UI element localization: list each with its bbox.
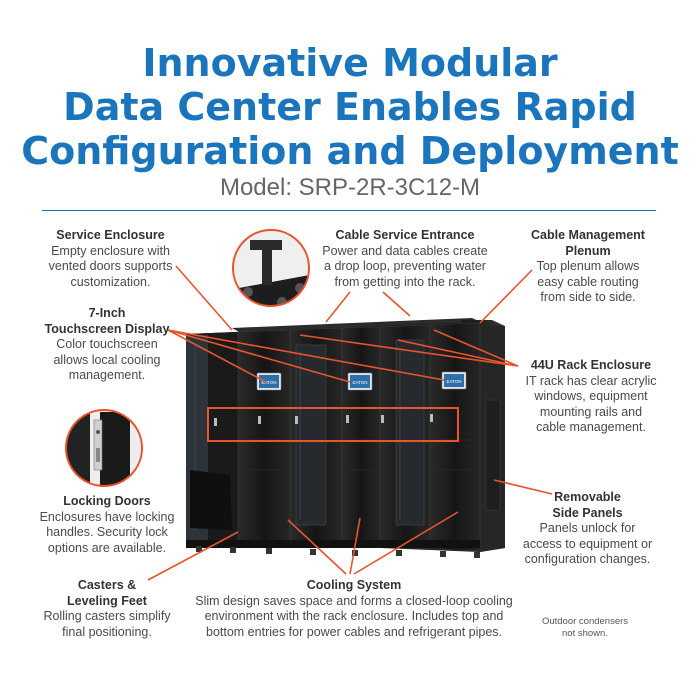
callout-side-panels: Removable Side Panels Panels unlock for … (515, 490, 660, 568)
touchscreen-text: management. (68, 368, 146, 382)
touchscreen-heading-1: 7-Inch (88, 306, 126, 320)
casters-text: final positioning. (62, 624, 152, 639)
plenum-text: easy cable routing (537, 274, 639, 289)
touchscreen-text: Color touchscreen (56, 337, 158, 351)
service-enclosure-heading: Service Enclosure (56, 228, 165, 242)
cable-entrance-text: from getting into the rack. (334, 274, 476, 289)
casters-heading-2: Leveling Feet (67, 593, 147, 608)
plenum-text: Top plenum allows (536, 259, 640, 273)
footnote: Outdoor condensers not shown. (530, 616, 640, 640)
touchscreen-text: allows local cooling (53, 352, 161, 367)
callout-cooling-system: Cooling System Slim design saves space a… (186, 578, 522, 640)
side-panels-heading-1: Removable (554, 490, 621, 504)
model-number: Model: SRP-2R-3C12-M (219, 174, 481, 201)
service-enclosure-text: customization. (70, 274, 151, 289)
screen-logo-1: EATON (261, 380, 276, 385)
door-handles (214, 414, 433, 426)
rack-heading: 44U Rack Enclosure (530, 358, 652, 372)
rack-text: windows, equipment (534, 389, 648, 403)
handles-highlight-box (207, 407, 459, 442)
casters-text: Rolling casters simplify (43, 609, 171, 623)
callout-cable-service-entrance: Cable Service Entrance Power and data ca… (320, 228, 490, 290)
locking-door-zoom (65, 409, 143, 487)
locking-doors-text: Enclosures have locking (39, 509, 175, 524)
title-line-1: Innovative Modular (142, 41, 558, 85)
plenum-heading-1: Cable Management (531, 228, 645, 242)
locking-doors-text: options are available. (47, 540, 167, 555)
touchscreen-heading-2: Touchscreen Display (44, 321, 170, 336)
service-enclosure-text: vented doors supports (48, 259, 173, 273)
cooling-heading: Cooling System (306, 578, 402, 592)
plenum-heading-2: Plenum (565, 243, 611, 258)
divider (42, 210, 656, 211)
locking-doors-text: handles. Security lock (46, 525, 168, 539)
callout-touchscreen: 7-Inch Touchscreen Display Color touchsc… (42, 306, 172, 384)
cooling-text: Slim design saves space and forms a clos… (195, 593, 513, 608)
side-panels-text: configuration changes. (524, 552, 651, 566)
service-enclosure-text: Empty enclosure with (51, 243, 170, 258)
side-panels-text: Panels unlock for (539, 521, 636, 535)
door-panels (237, 322, 481, 552)
footnote-line-1: Outdoor condensers (541, 616, 629, 627)
callout-service-enclosure: Service Enclosure Empty enclosure with v… (38, 228, 183, 290)
casters (186, 540, 480, 558)
title-line-3: Configuration and Deployment (21, 129, 679, 173)
side-panels-text: access to equipment or (522, 536, 653, 551)
cable-entrance-text: a drop loop, preventing water (324, 259, 486, 273)
callout-lines (147, 265, 553, 581)
casters-heading-1: Casters & (77, 578, 137, 592)
screen-logo-2: EATON (352, 380, 367, 385)
rack-text: cable management. (536, 420, 646, 434)
title-line-2: Data Center Enables Rapid (63, 85, 637, 129)
footnote-line-2: not shown. (562, 628, 608, 639)
side-panels-heading-2: Side Panels (552, 505, 623, 520)
locking-doors-heading: Locking Doors (63, 494, 151, 508)
callout-casters: Casters & Leveling Feet Rolling casters … (36, 578, 178, 640)
cable-entrance-zoom (232, 229, 310, 307)
cable-entrance-text: Power and data cables create (322, 243, 488, 258)
rack-text: IT rack has clear acrylic (525, 373, 657, 388)
rack-text: mounting rails and (539, 404, 643, 419)
callout-locking-doors: Locking Doors Enclosures have locking ha… (32, 494, 182, 556)
cable-entrance-heading: Cable Service Entrance (335, 228, 475, 242)
callout-cable-management-plenum: Cable Management Plenum Top plenum allow… (518, 228, 658, 306)
cooling-text: bottom entries for power cables and refr… (206, 624, 502, 639)
screen-logo-3: EATON (446, 379, 461, 384)
cooling-text: environment with the rack enclosure. Inc… (204, 609, 504, 623)
callout-rack-enclosure: 44U Rack Enclosure IT rack has clear acr… (516, 358, 666, 436)
touchscreens (256, 371, 467, 391)
plenum-text: from side to side. (540, 290, 636, 304)
